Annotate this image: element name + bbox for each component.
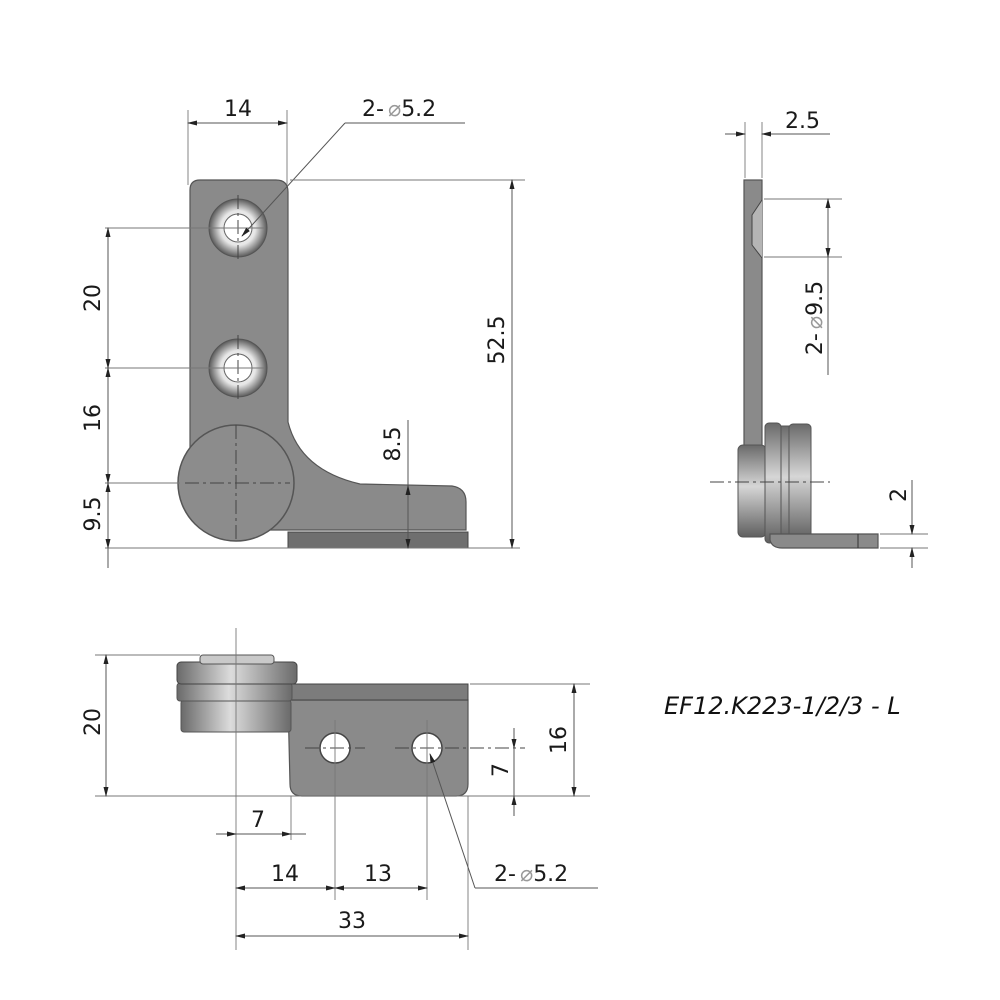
- dim-hole-spacing: 20: [81, 284, 106, 312]
- dim-plate-depth: 16: [547, 726, 572, 754]
- front-view: 20 16 9.5 14 2-⌀5.2 52.5 8.5: [81, 97, 525, 568]
- hole-callout-front: 2-⌀5.2: [362, 97, 436, 122]
- dim-hole-offset: 7: [489, 763, 514, 777]
- dim-hole-to-pivot: 16: [81, 404, 106, 432]
- side-foot: [769, 533, 879, 549]
- top-view: 20 16 7 7 14 13 33 2-⌀5.2: [81, 628, 598, 950]
- hole-callout-top: 2-⌀5.2: [494, 862, 568, 887]
- dim-total-length: 33: [338, 909, 366, 934]
- dim-total-height: 52.5: [485, 316, 510, 365]
- dim-foot-thickness: 2: [887, 488, 912, 502]
- dim-hole-spacing-top: 13: [364, 862, 392, 887]
- dim-pivot-offset: 7: [251, 808, 265, 833]
- dim-thickness: 2.5: [785, 109, 820, 134]
- counterbore-profile: [751, 199, 763, 259]
- dim-overall-depth: 20: [81, 708, 106, 736]
- dim-width-top: 14: [224, 97, 252, 122]
- model-number-label: EF12.K223-1/2/3 - L: [664, 692, 901, 720]
- dim-foot-height: 8.5: [381, 427, 406, 462]
- top-plate-edge: [279, 683, 469, 701]
- top-roller-nut: [176, 661, 298, 685]
- side-view: 2.5 2-⌀9.5 2: [710, 109, 928, 568]
- base-strip: [287, 531, 469, 549]
- dim-pivot-to-hole1: 14: [271, 862, 299, 887]
- counterbore-callout: 2-⌀9.5: [803, 281, 828, 355]
- dim-pivot-to-base: 9.5: [81, 497, 106, 532]
- side-roller-hub: [737, 444, 767, 538]
